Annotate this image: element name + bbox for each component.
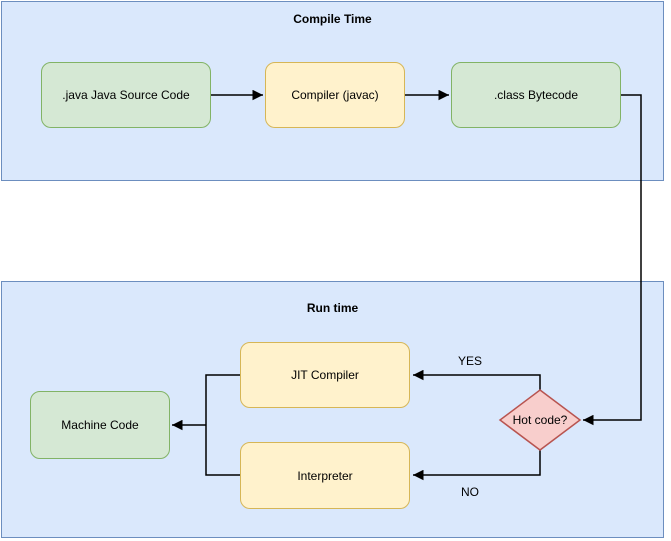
node-interpreter-label: Interpreter [297, 468, 353, 483]
hot-code-label: Hot code? [512, 413, 568, 427]
node-bytecode: .class Bytecode [451, 62, 621, 128]
node-bytecode-label: .class Bytecode [493, 88, 579, 102]
node-compiler-label: Compiler (javac) [291, 88, 379, 102]
node-machine-code: Machine Code [30, 391, 170, 459]
node-java-source: .java Java Source Code [41, 62, 211, 128]
edge-label-yes: YES [457, 354, 482, 368]
node-java-source-label: .java Java Source Code [62, 88, 190, 102]
run-time-title: Run time [306, 301, 359, 315]
node-jit-compiler-label: JIT Compiler [291, 368, 359, 382]
compile-time-title: Compile Time [293, 12, 372, 26]
node-compiler: Compiler (javac) [265, 62, 405, 128]
node-interpreter: Interpreter [240, 442, 410, 509]
edge-label-no: NO [461, 485, 479, 499]
node-machine-code-label: Machine Code [61, 418, 139, 432]
node-jit-compiler: JIT Compiler [240, 342, 410, 408]
